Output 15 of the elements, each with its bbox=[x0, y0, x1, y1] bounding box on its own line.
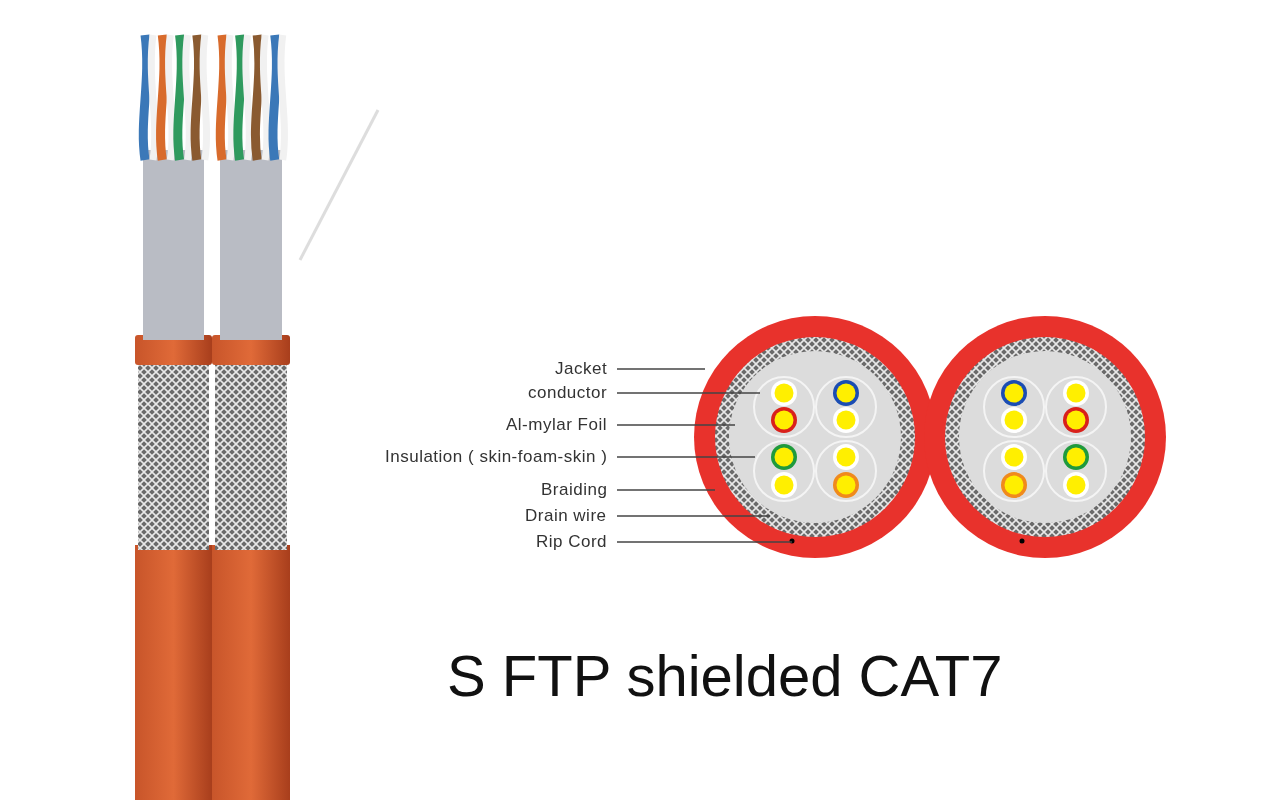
part-label: Drain wire bbox=[525, 506, 607, 526]
part-label: conductor bbox=[528, 383, 608, 403]
leader-line bbox=[616, 489, 716, 491]
part-label: Rip Cord bbox=[536, 532, 608, 552]
leader-line bbox=[616, 515, 771, 517]
leader-line bbox=[616, 392, 761, 394]
part-label: Braiding bbox=[541, 480, 608, 500]
leader-line bbox=[616, 368, 706, 370]
title: S FTP shielded CAT7 bbox=[447, 644, 1003, 708]
leader-line bbox=[616, 424, 736, 426]
part-label: Al-mylar Foil bbox=[506, 415, 607, 435]
part-label: Insulation ( skin-foam-skin ) bbox=[385, 447, 608, 467]
leader-line bbox=[616, 541, 793, 543]
leader-line bbox=[616, 456, 756, 458]
part-label: Jacket bbox=[555, 359, 608, 379]
